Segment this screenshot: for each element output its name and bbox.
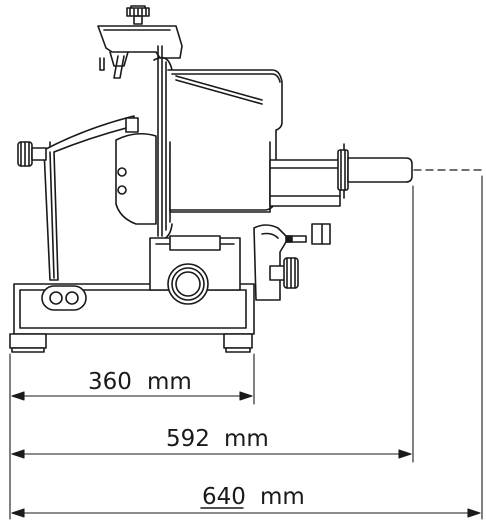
right-bracket (253, 223, 331, 301)
dim-label-640-value: 640 (202, 484, 246, 510)
dimension-592 (11, 449, 412, 459)
base-housing (13, 235, 255, 335)
base-feet (9, 333, 253, 353)
left-knob (17, 141, 47, 167)
slicer-machine (9, 5, 483, 353)
dim-label-640-unit: mm (260, 484, 305, 510)
dim-label-592-value: 592 (166, 426, 210, 452)
carriage-body (167, 69, 341, 213)
dim-label-360-value: 360 (88, 369, 132, 395)
dimension-lines (9, 175, 483, 520)
dimension-labels: 360 mm 592 mm 640 mm (88, 369, 305, 510)
dim-label-360-unit: mm (147, 369, 192, 395)
sharpener-assembly (97, 5, 183, 79)
dim-label-592-unit: mm (224, 426, 269, 452)
carriage-handle (337, 143, 413, 199)
dimension-640 (11, 508, 481, 518)
support-arm (43, 115, 139, 281)
dimension-360 (11, 391, 253, 401)
side-plate (115, 132, 157, 225)
